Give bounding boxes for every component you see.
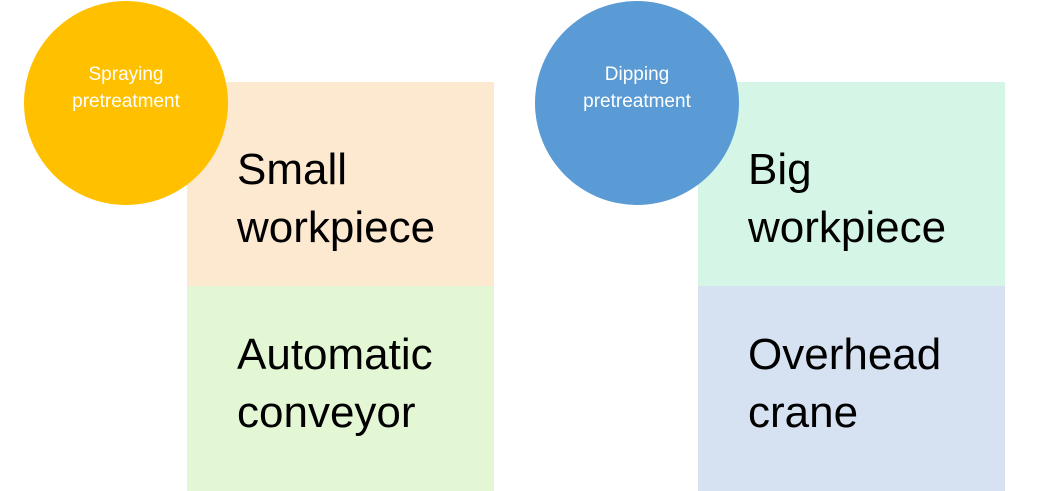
box-line: Overhead xyxy=(748,329,942,379)
small-workpiece-box: Small workpiece xyxy=(187,82,494,286)
box-line: Big xyxy=(748,145,812,194)
spraying-pretreatment-circle: Spraying pretreatment xyxy=(24,1,228,205)
automatic-conveyor-box: Automatic conveyor xyxy=(187,286,494,491)
box-line: workpiece xyxy=(748,203,947,252)
circle-line: pretreatment xyxy=(72,91,180,112)
overhead-crane-box: Overhead crane xyxy=(698,286,1005,491)
dipping-pretreatment-circle: Dipping pretreatment xyxy=(535,1,739,205)
box-line: crane xyxy=(748,387,859,437)
box-line: Small xyxy=(237,145,348,194)
box-line: Automatic xyxy=(237,329,433,379)
box-line: workpiece xyxy=(237,203,436,252)
circle-line: Spraying xyxy=(88,64,164,85)
big-workpiece-box: Big workpiece xyxy=(698,82,1005,286)
circle-line: Dipping xyxy=(604,64,670,85)
circle-line: pretreatment xyxy=(583,91,691,112)
box-line: conveyor xyxy=(237,387,416,437)
